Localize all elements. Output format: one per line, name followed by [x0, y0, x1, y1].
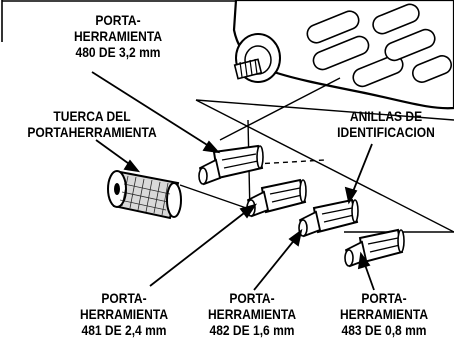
- label-line: HERRAMIENTA: [339, 306, 429, 322]
- leader-lines: [91, 71, 375, 291]
- label-line: 482 DE 1,6 mm: [209, 322, 295, 338]
- label-collet-483: PORTA- HERRAMIENTA 483 DE 0,8 mm: [331, 290, 438, 338]
- collet-482-icon: [298, 198, 359, 238]
- label-line: 481 DE 2,4 mm: [81, 322, 167, 338]
- label-line: PORTA-: [229, 290, 275, 306]
- label-line: IDENTIFICACION: [337, 124, 435, 140]
- label-line: PORTA-: [95, 12, 141, 28]
- label-collet-482: PORTA- HERRAMIENTA 482 DE 1,6 mm: [199, 290, 306, 338]
- label-line: HERRAMIENTA: [79, 306, 169, 322]
- label-identification-rings: ANILLAS DE IDENTIFICACION: [328, 108, 445, 140]
- label-line: PORTA-: [361, 290, 407, 306]
- label-line: PORTA-: [101, 290, 147, 306]
- collet-nut-icon: [107, 170, 182, 220]
- label-line: ANILLAS DE: [349, 108, 423, 124]
- label-line: HERRAMIENTA: [207, 306, 297, 322]
- label-collet-nut: TUERCA DEL PORTAHERRAMIENTA: [16, 108, 167, 140]
- collet-481-icon: [246, 178, 307, 218]
- label-line: HERRAMIENTA: [73, 28, 163, 44]
- label-line: 483 DE 0,8 mm: [341, 322, 427, 338]
- frame-lines: [1, 0, 454, 50]
- collet-480-icon: [198, 144, 264, 186]
- label-line: 480 DE 3,2 mm: [75, 44, 161, 60]
- label-line: PORTAHERRAMIENTA: [27, 124, 157, 140]
- rotary-tool-icon: [232, 0, 454, 110]
- label-collet-480: PORTA- HERRAMIENTA 480 DE 3,2 mm: [58, 12, 178, 60]
- collet-483-icon: [344, 228, 405, 268]
- label-collet-481: PORTA- HERRAMIENTA 481 DE 2,4 mm: [71, 290, 178, 338]
- label-line: TUERCA DEL: [53, 108, 131, 124]
